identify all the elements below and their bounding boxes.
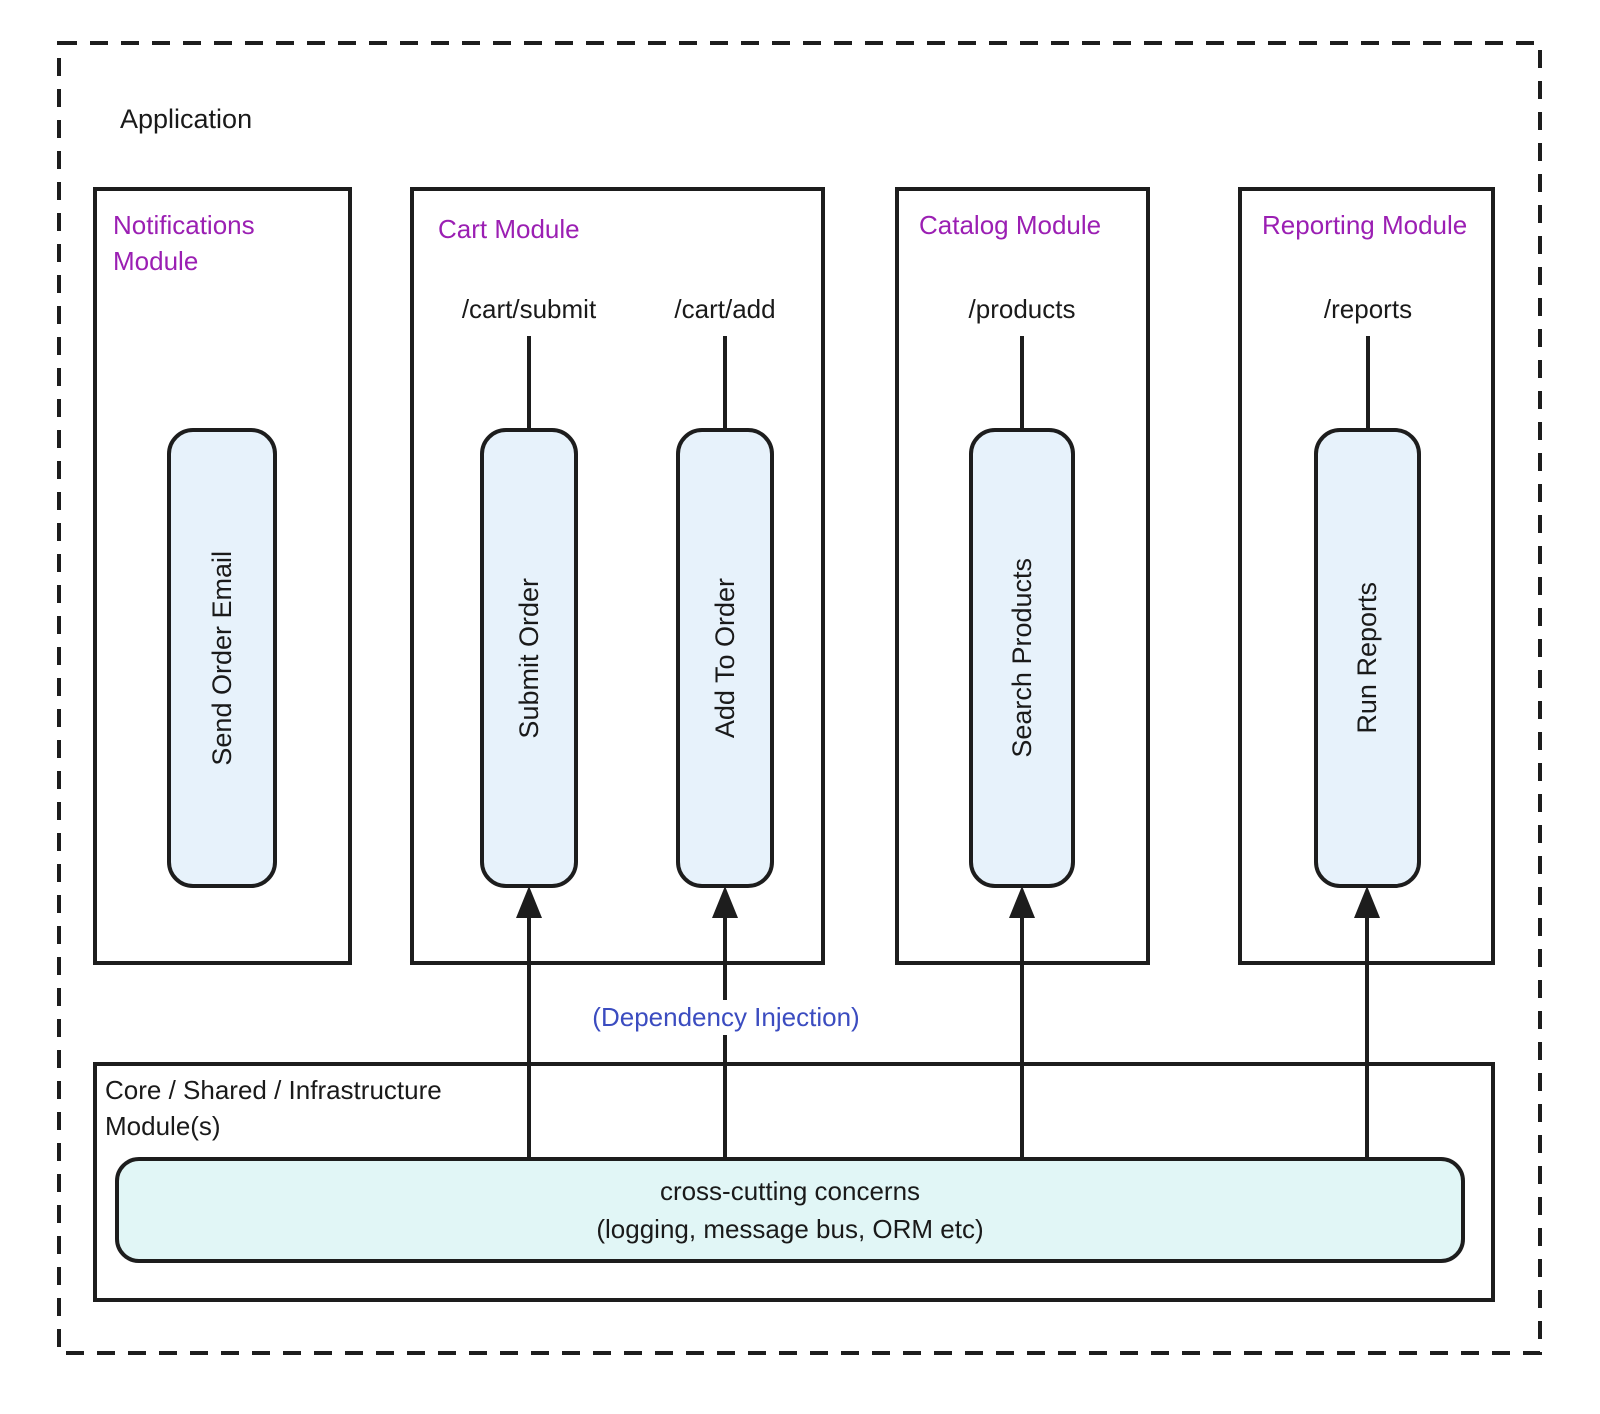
arrow-up-icon-run-reports: [1354, 886, 1380, 918]
route-cart-add: /cart/add: [674, 294, 776, 324]
module-catalog-title: Catalog Module: [919, 210, 1102, 240]
arrow-up-icon-add-to-order: [712, 886, 738, 918]
route-cart-submit-connector: [527, 336, 531, 430]
handler-send-order-email-label: Send Order Email: [206, 550, 237, 766]
dependency-injection-label: (Dependency Injection): [584, 1000, 868, 1035]
handler-run-reports-label: Run Reports: [1352, 582, 1382, 734]
handler-add-to-order-label: Add To Order: [709, 577, 740, 739]
cross-cutting-concerns-line2: (logging, message bus, ORM etc): [596, 1214, 984, 1244]
core-module-title: Core / Shared / Infrastructure Module(s): [105, 1075, 442, 1142]
handler-submit-order: Submit Order: [480, 428, 578, 888]
route-products: /products: [968, 294, 1076, 324]
module-reporting-title: Reporting Module: [1262, 210, 1468, 240]
handler-submit-order-label: Submit Order: [513, 577, 544, 739]
di-arrow-line-run-reports: [1365, 916, 1369, 1157]
handler-add-to-order: Add To Order: [676, 428, 774, 888]
route-reports-connector: [1366, 336, 1370, 430]
handler-search-products: Search Products: [969, 428, 1075, 888]
route-cart-submit: /cart/submit: [461, 294, 597, 324]
di-arrow-line-search-products: [1020, 916, 1024, 1157]
cross-cutting-concerns-line1: cross-cutting concerns: [659, 1176, 921, 1206]
di-arrow-line-add-to-order: [723, 916, 727, 1157]
route-products-connector: [1020, 336, 1024, 430]
route-reports: /reports: [1323, 294, 1413, 324]
arrow-up-icon-search-products: [1009, 886, 1035, 918]
route-cart-add-connector: [723, 336, 727, 430]
di-arrow-line-submit-order: [527, 916, 531, 1157]
handler-send-order-email: Send Order Email: [167, 428, 277, 888]
handler-run-reports: Run Reports: [1314, 428, 1421, 888]
module-notifications-title: Notifications Module: [113, 210, 255, 277]
application-label: Application: [120, 104, 253, 134]
module-cart-title: Cart Module: [438, 214, 580, 244]
handler-search-products-label: Search Products: [1006, 558, 1037, 758]
cross-cutting-concerns-box: cross-cutting concerns (logging, message…: [115, 1157, 1465, 1263]
arrow-up-icon-submit-order: [516, 886, 542, 918]
